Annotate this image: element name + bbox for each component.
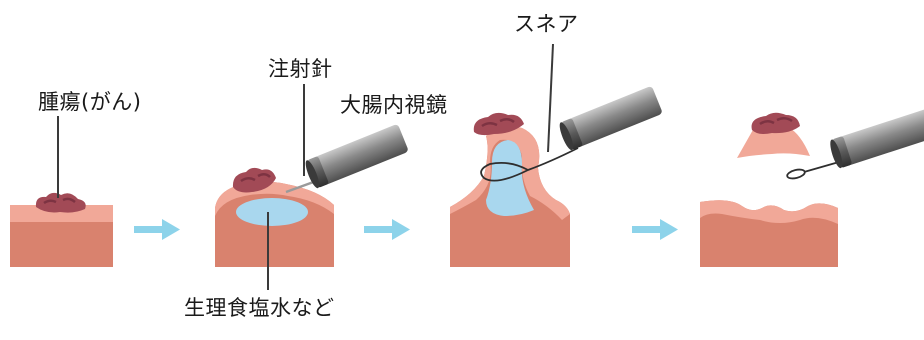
endoscope-label: 大腸内視鏡 [340, 93, 448, 117]
resected-specimen [737, 124, 810, 158]
tumor-icon [751, 112, 800, 134]
step-1-tumor [10, 116, 113, 267]
endoscope-icon [830, 109, 924, 169]
tumor-icon [232, 167, 276, 193]
snare-loop-icon [786, 168, 806, 180]
arrow-right-icon [364, 219, 410, 240]
step4-mucosa [700, 200, 838, 224]
arrow-right-icon [134, 219, 180, 240]
saline-label: 生理食塩水など [184, 296, 335, 320]
endoscope-icon [305, 124, 408, 189]
step-2-injection [215, 84, 408, 290]
snare-loop-icon [480, 147, 579, 182]
tumor-label: 腫瘍(がん) [38, 90, 142, 114]
step-4-resected [700, 109, 924, 267]
step3-mucosa [450, 126, 570, 220]
saline-bleb [236, 198, 308, 226]
snare-label: スネア [514, 12, 579, 36]
tumor-icon [473, 112, 524, 136]
endoscope-icon [559, 86, 662, 151]
step-3-snare [450, 43, 662, 267]
snare-leader-line [547, 43, 554, 153]
arrow-right-icon [632, 219, 678, 240]
needle-label: 注射針 [268, 57, 333, 81]
step1-mucosa [10, 205, 113, 222]
tumor-icon [35, 192, 86, 213]
